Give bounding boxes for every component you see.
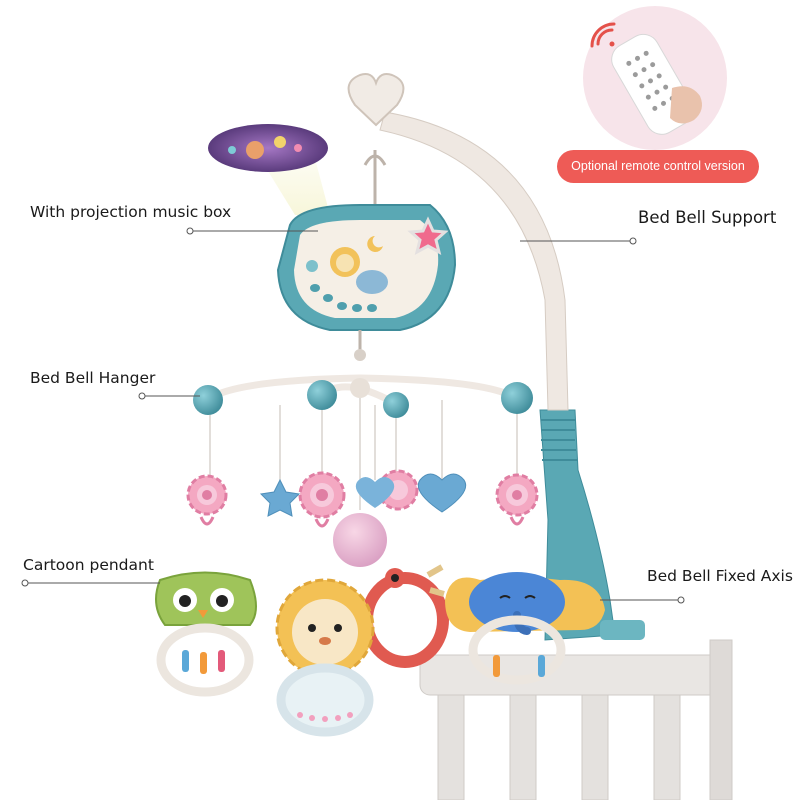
star-button-icon [407, 216, 449, 255]
owl-rattle [155, 571, 257, 697]
remote-control-inset [583, 6, 727, 150]
hanger-balls [193, 378, 533, 418]
cartoon-pendants [155, 564, 605, 737]
elephant-icon [356, 270, 388, 294]
heart-button-icon [306, 260, 318, 272]
callout-lines [21, 227, 685, 604]
elephant-rattle [445, 572, 605, 685]
heart-pendant-icon [417, 473, 467, 513]
pink-ball [333, 513, 387, 567]
bed-bell-support-arm [379, 111, 569, 411]
hand-icon [670, 86, 702, 124]
projection-music-box [276, 204, 457, 331]
label-bed-bell-hanger: Bed Bell Hanger [30, 369, 156, 387]
moon-icon [367, 236, 383, 252]
crab-rattle [361, 564, 449, 668]
remote-control-badge: Optional remote control version [557, 150, 759, 183]
crib [419, 639, 733, 800]
label-cartoon-pendant: Cartoon pendant [23, 556, 154, 574]
label-bed-bell-support: Bed Bell Support [638, 208, 777, 227]
heart-pendant-icon [355, 477, 395, 508]
star-pendant-icon [259, 478, 301, 517]
label-projection-music-box: With projection music box [30, 203, 232, 221]
lion-rattle [275, 578, 375, 737]
label-bed-bell-fixed-axis: Bed Bell Fixed Axis [647, 567, 793, 585]
heart-clip [347, 73, 405, 127]
wifi-signal-icon [590, 22, 616, 48]
projection-beam [208, 124, 330, 215]
